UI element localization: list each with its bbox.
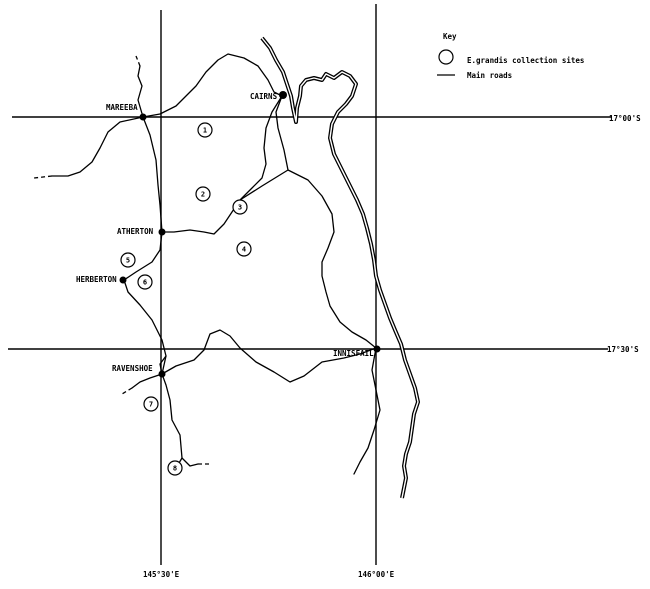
site-number-8: 8 xyxy=(173,465,177,473)
road-north-dashed xyxy=(135,55,141,67)
road-cairns-south xyxy=(275,95,289,171)
town-label-ravenshoe: RAVENSHOE xyxy=(112,364,153,373)
road-mareeba-north xyxy=(137,65,144,118)
road-innisfail-south xyxy=(353,347,381,475)
town-label-atherton: ATHERTON xyxy=(117,227,154,236)
site-number-1: 1 xyxy=(203,127,207,135)
site-number-5: 5 xyxy=(126,257,130,265)
site-number-4: 4 xyxy=(242,246,246,254)
town-dot-cairns xyxy=(279,91,287,99)
site-marker-3: 3 xyxy=(232,199,248,215)
site-marker-7: 7 xyxy=(143,396,159,412)
site-number-2: 2 xyxy=(201,191,205,199)
key-site-symbol xyxy=(438,49,454,65)
collection-sites: 1 2 3 4 5 6 7 8 xyxy=(120,122,252,476)
key-sites-label: E.grandis collection sites xyxy=(467,56,584,65)
site-marker-4: 4 xyxy=(236,241,252,257)
site-marker-6: 6 xyxy=(137,274,153,290)
road-ravenshoe-west xyxy=(131,373,163,389)
town-dot-atherton xyxy=(158,228,166,236)
town-label-herberton: HERBERTON xyxy=(76,275,117,284)
town-label-innisfail: INNISFAIL xyxy=(333,349,374,358)
road-ravenshoe-west-dashed xyxy=(121,387,133,395)
town-dot-innisfail xyxy=(373,345,381,353)
key-title: Key xyxy=(443,32,457,41)
road-mareeba-cairns xyxy=(142,53,283,118)
graticule xyxy=(8,4,612,565)
coastline xyxy=(260,36,420,499)
site-number-7: 7 xyxy=(149,401,153,409)
latitude-label-17-30: 17°30'S xyxy=(607,345,639,354)
site-marker-2: 2 xyxy=(195,186,211,202)
site-marker-1: 1 xyxy=(197,122,213,138)
road-west-dashed xyxy=(33,175,53,179)
map-key: Key E.grandis collection sites Main road… xyxy=(437,32,584,80)
town-dot-herberton xyxy=(119,276,127,284)
town-dot-mareeba xyxy=(139,113,147,121)
longitude-label-146-00: 146°00'E xyxy=(358,570,395,579)
site-marker-8: 8 xyxy=(167,460,183,476)
site-marker-5: 5 xyxy=(120,252,136,268)
coordinate-labels: 17°00'S 17°30'S 145°30'E 146°00'E xyxy=(143,114,641,579)
longitude-label-145-30: 145°30'E xyxy=(143,570,180,579)
towns: MAREEBA CAIRNS ATHERTON HERBERTON RAVENS… xyxy=(76,91,381,378)
road-ravenshoe-innisfail xyxy=(161,329,377,383)
road-mareeba-ravenshoe xyxy=(123,116,183,469)
site-number-6: 6 xyxy=(143,279,147,287)
town-label-mareeba: MAREEBA xyxy=(106,103,138,112)
town-dot-ravenshoe xyxy=(158,370,166,378)
town-label-cairns: CAIRNS xyxy=(250,92,278,101)
key-roads-label: Main roads xyxy=(467,71,512,80)
road-south-east xyxy=(181,457,199,467)
latitude-label-17-00: 17°00'S xyxy=(609,114,641,123)
road-mareeba-west xyxy=(51,116,144,177)
site-number-3: 3 xyxy=(238,204,242,212)
road-innisfail-link xyxy=(239,169,377,349)
